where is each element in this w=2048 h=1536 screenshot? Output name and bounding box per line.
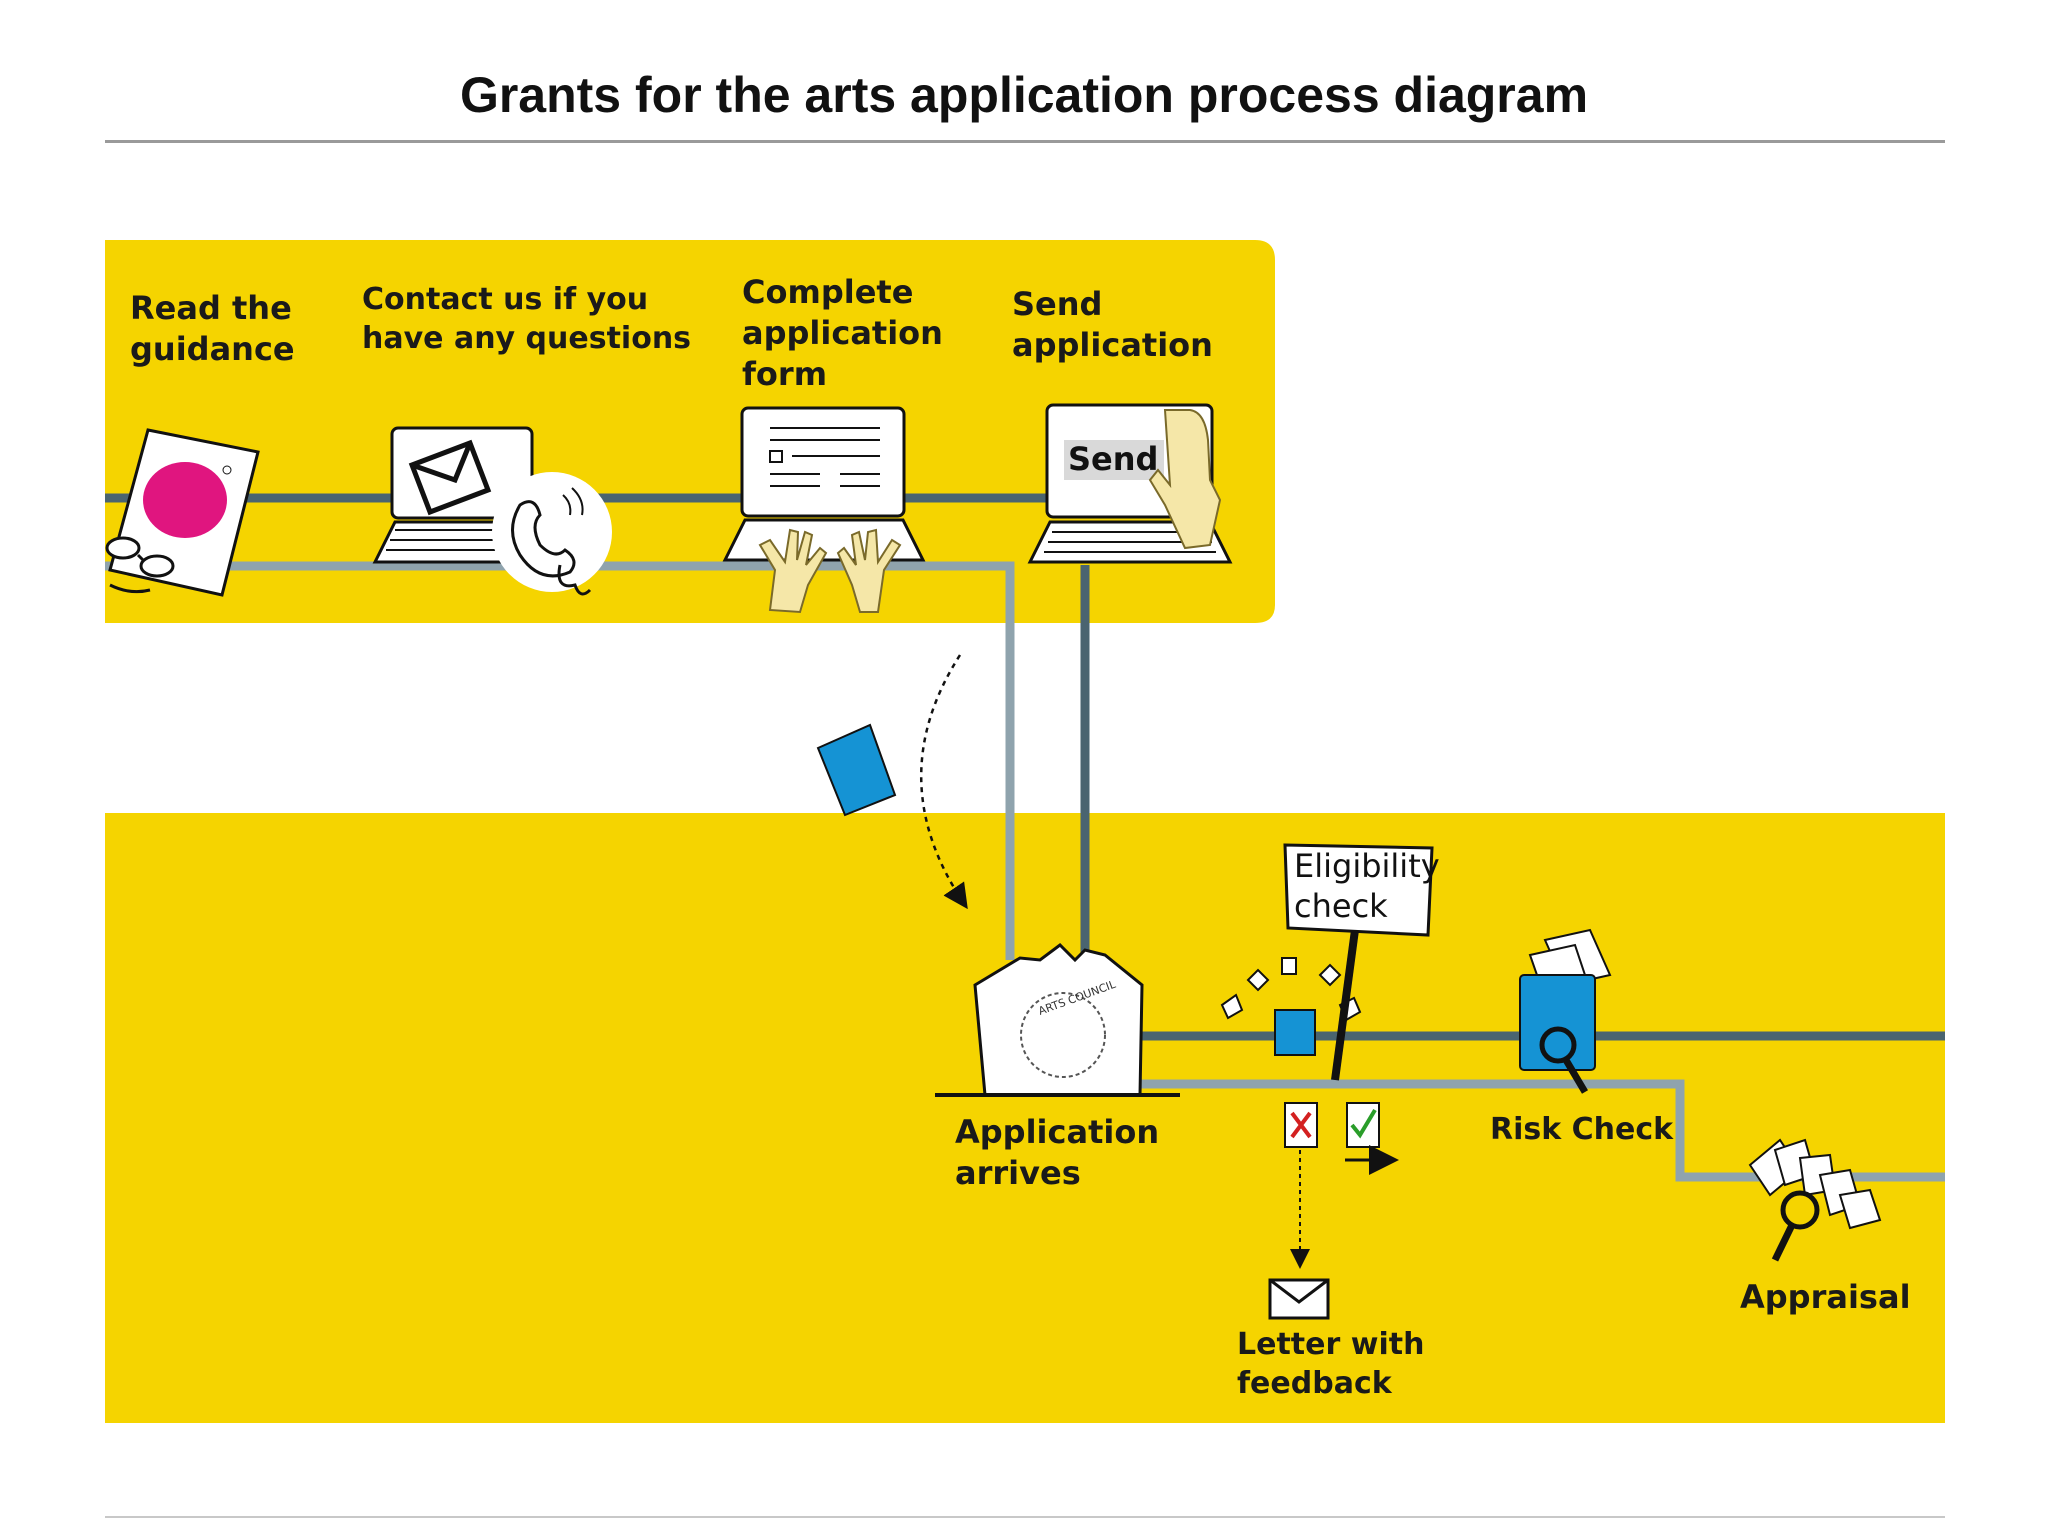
bottom-divider [105, 1516, 1945, 1518]
step-letter-feedback: Letter with feedback [1237, 1327, 1425, 1401]
paper-icon [816, 723, 897, 817]
step-send-application: Send application [1012, 285, 1213, 364]
step-complete-form: Complete application form [742, 273, 943, 393]
step-eligibility-check: Eligibility check [1294, 847, 1440, 925]
step-application-arrives: Application arrives [955, 1113, 1160, 1192]
send-button-label: Send [1068, 440, 1159, 478]
sign-icon [1283, 843, 1434, 937]
curved-arrow [919, 654, 968, 910]
check-icon [1346, 1102, 1380, 1148]
document-icon [108, 428, 260, 597]
building-icon: ARTS COUNCIL [935, 943, 1180, 1097]
envelope-icon [408, 439, 492, 516]
step-read-guidance: Read the guidance [130, 289, 295, 368]
send-button-graphic [1064, 440, 1164, 480]
lower-panel [105, 813, 1945, 1423]
papers-icon [1220, 957, 1362, 1022]
title-divider [105, 140, 1945, 143]
page-title: Grants for the arts application process … [459, 67, 1589, 123]
appraisal-papers-icon [1748, 1138, 1882, 1230]
phone-icon [492, 472, 612, 596]
track-upper-light [105, 561, 1015, 960]
step-risk-check: Risk Check [1490, 1112, 1674, 1147]
typing-hands-icon [758, 528, 902, 614]
laptop-icon [722, 406, 926, 562]
envelope-icon [1268, 1278, 1330, 1320]
magnifier-icon [1539, 1026, 1589, 1094]
magnifier-icon [1771, 1190, 1820, 1262]
step-contact-us: Contact us if you have any questions [362, 282, 692, 356]
pointing-hand-icon [1148, 409, 1222, 550]
step-appraisal: Appraisal [1740, 1278, 1911, 1316]
bin-icon [1274, 1009, 1316, 1056]
cross-icon [1284, 1102, 1318, 1148]
glasses-icon [105, 536, 175, 594]
